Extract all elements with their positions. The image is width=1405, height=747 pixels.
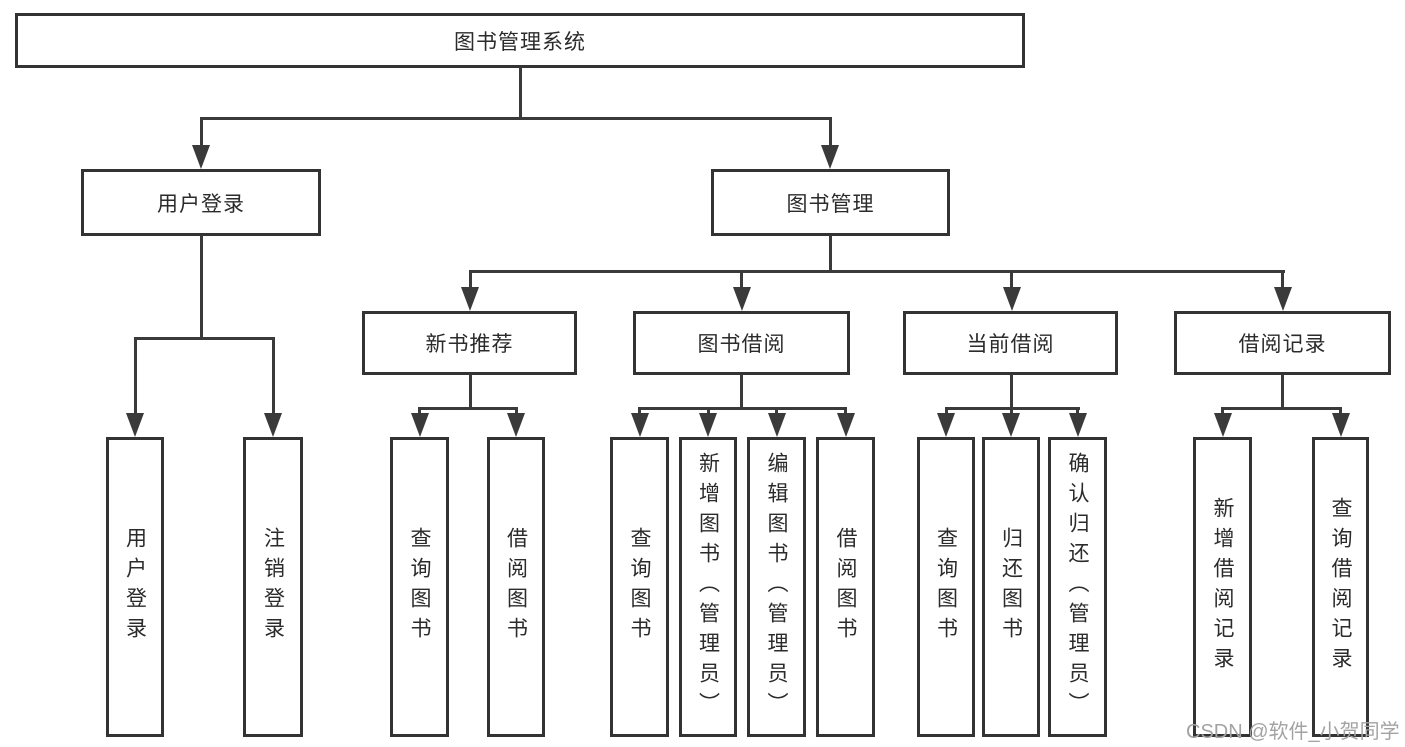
arrowhead-icon (1331, 413, 1350, 437)
arrowhead-icon (1273, 287, 1292, 311)
leaf-query-borrow-record: 查询借阅记录 (1312, 437, 1369, 737)
node-book-borrowing: 图书借阅 (633, 311, 850, 375)
leaf-confirm-return-admin: 确认归还（管理员） (1048, 437, 1107, 737)
arrowhead-icon (767, 413, 786, 437)
connector-line (1339, 407, 1342, 415)
node-user-login: 用户登录 (81, 169, 321, 236)
connector-line (199, 235, 203, 339)
arrowhead-icon (937, 413, 955, 437)
arrowhead-icon (126, 413, 144, 437)
connector-line (418, 406, 518, 410)
arrowhead-icon (1068, 413, 1087, 437)
arrowhead-icon (630, 413, 649, 437)
connector-line (418, 407, 421, 415)
node-library-system: 图书管理系统 (15, 13, 1025, 68)
arrowhead-icon (410, 413, 429, 437)
connector-line (1010, 270, 1013, 290)
connector-line (468, 374, 472, 409)
connector-line (1009, 407, 1013, 415)
leaf-add-book-admin: 新增图书（管理员） (679, 437, 737, 737)
connector-line (1076, 407, 1079, 415)
connector-line (1221, 407, 1224, 415)
connector-line (468, 270, 472, 290)
connector-line (638, 406, 847, 410)
leaf-borrow-book-recommend: 借阅图书 (487, 437, 545, 737)
connector-line (514, 407, 518, 415)
arrowhead-icon (836, 413, 855, 437)
connector-line (844, 407, 847, 415)
arrowhead-icon (699, 413, 717, 437)
connector-line (1010, 374, 1013, 409)
connector-line (199, 116, 832, 120)
leaf-query-book-recommend: 查询图书 (390, 437, 449, 737)
arrowhead-icon (507, 413, 525, 437)
connector-line (271, 337, 275, 415)
arrowhead-icon (461, 287, 479, 311)
connector-line (518, 67, 522, 120)
connector-line (133, 337, 137, 415)
leaf-logout: 注销登录 (243, 437, 303, 737)
connector-line (944, 407, 948, 415)
connector-line (828, 117, 832, 146)
connector-line (133, 336, 275, 340)
node-book-management: 图书管理 (711, 169, 950, 236)
arrowhead-icon (821, 145, 839, 169)
connector-line (828, 235, 832, 272)
connector-line (1281, 270, 1284, 290)
leaf-return-book: 归还图书 (982, 437, 1040, 737)
connector-line (638, 407, 641, 415)
node-new-book-recommend: 新书推荐 (362, 311, 577, 375)
connector-line (199, 117, 203, 146)
connector-line (740, 374, 743, 409)
arrowhead-icon (1002, 413, 1020, 437)
leaf-borrow-book: 借阅图书 (816, 437, 875, 737)
connector-line (468, 269, 1285, 273)
connector-line (706, 407, 710, 415)
csdn-watermark: CSDN @软件_小贺同学 (1186, 721, 1400, 743)
arrowhead-icon (732, 287, 751, 311)
connector-line (775, 407, 778, 415)
node-borrow-records: 借阅记录 (1174, 311, 1391, 375)
arrowhead-icon (192, 145, 210, 169)
node-current-borrowing: 当前借阅 (903, 311, 1118, 375)
arrowhead-icon (1002, 287, 1021, 311)
arrowhead-icon (1213, 413, 1232, 437)
leaf-user-login: 用户登录 (106, 437, 164, 737)
connector-line (740, 270, 743, 290)
connector-line (1281, 374, 1284, 409)
leaf-query-book-borrowing: 查询图书 (610, 437, 669, 737)
leaf-edit-book-admin: 编辑图书（管理员） (747, 437, 806, 737)
connector-line (1221, 406, 1342, 410)
leaf-query-book-current: 查询图书 (917, 437, 975, 737)
arrowhead-icon (264, 413, 282, 437)
leaf-add-borrow-record: 新增借阅记录 (1193, 437, 1252, 737)
